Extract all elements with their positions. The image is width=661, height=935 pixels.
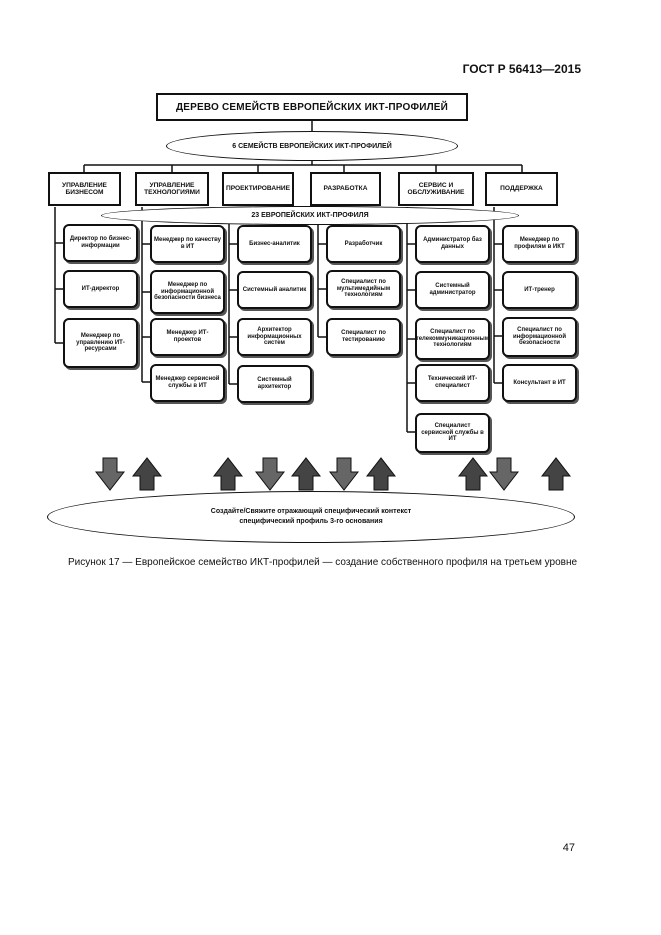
role-card: Специалист по телекоммуникационным техно… [415, 318, 490, 360]
role-card: Технический ИТ-специалист [415, 364, 490, 402]
role-card: ИТ-директор [63, 270, 138, 308]
role-card: Системный администратор [415, 271, 490, 309]
family-design: ПРОЕКТИРОВАНИЕ [222, 172, 294, 206]
families-ellipse: 6 СЕМЕЙСТВ ЕВРОПЕЙСКИХ ИКТ-ПРОФИЛЕЙ [166, 131, 458, 161]
profiles-ellipse: 23 ЕВРОПЕЙСКИХ ИКТ-ПРОФИЛЯ [101, 206, 519, 225]
role-card: Консультант в ИТ [502, 364, 577, 402]
diagram-title: ДЕРЕВО СЕМЕЙСТВ ЕВРОПЕЙСКИХ ИКТ-ПРОФИЛЕЙ [156, 93, 468, 121]
family-technology-management: УПРАВЛЕНИЕ ТЕХНОЛОГИЯМИ [135, 172, 209, 206]
arrow-down-2 [254, 457, 286, 491]
arrow-down-3 [328, 457, 360, 491]
arrow-up-1 [131, 457, 163, 491]
figure-caption: Рисунок 17 — Европейское семейство ИКТ-п… [68, 557, 578, 568]
role-card: Специалист по тестированию [326, 318, 401, 356]
role-card: Директор по бизнес-информации [63, 224, 138, 262]
role-card: Менеджер по информационной безопасности … [150, 270, 225, 314]
role-card: Менеджер ИТ-проектов [150, 318, 225, 356]
standard-number: ГОСТ Р 56413—2015 [462, 62, 581, 76]
arrow-down-4 [488, 457, 520, 491]
arrow-up-4 [365, 457, 397, 491]
role-card: Разработчик [326, 225, 401, 263]
family-business-management: УПРАВЛЕНИЕ БИЗНЕСОМ [48, 172, 121, 206]
family-support: ПОДДЕРЖКА [485, 172, 558, 206]
family-development: РАЗРАБОТКА [310, 172, 381, 206]
role-card: Архитектор информационных систем [237, 318, 312, 356]
role-card: ИТ-тренер [502, 271, 577, 309]
role-card: Специалист по мультимедийным технологиям [326, 270, 401, 308]
role-card: Менеджер по профилям в ИКТ [502, 225, 577, 263]
arrow-up-3 [290, 457, 322, 491]
context-ellipse: Создайте/Свяжите отражающий специфически… [47, 491, 575, 543]
role-card: Специалист по информационной безопасност… [502, 317, 577, 357]
role-card: Менеджер по управлению ИТ-ресурсами [63, 318, 138, 368]
arrow-down-1 [94, 457, 126, 491]
arrow-up-5 [457, 457, 489, 491]
page-number: 47 [562, 842, 575, 854]
role-card: Системный аналитик [237, 271, 312, 309]
arrow-up-6 [540, 457, 572, 491]
role-card: Специалист сервисной службы в ИТ [415, 413, 490, 453]
role-card: Бизнес-аналитик [237, 225, 312, 263]
arrow-up-2 [212, 457, 244, 491]
role-card: Менеджер сервисной службы в ИТ [150, 364, 225, 402]
role-card: Менеджер по качеству в ИТ [150, 225, 225, 263]
role-card: Системный архитектор [237, 365, 312, 403]
family-service-operation: СЕРВИС И ОБСЛУЖИВАНИЕ [398, 172, 474, 206]
role-card: Администратор баз данных [415, 225, 490, 263]
